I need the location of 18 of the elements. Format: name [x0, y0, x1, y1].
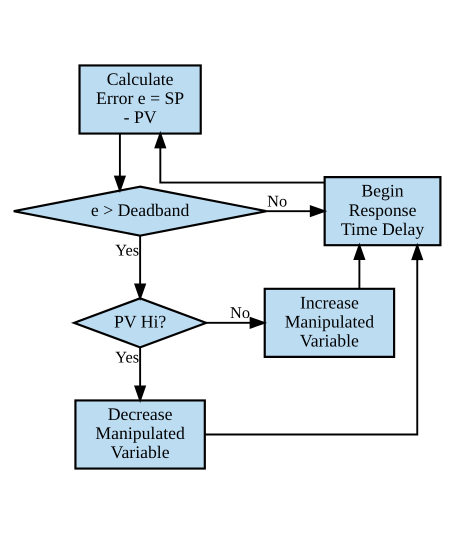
node-diamond: PV Hi? [70, 297, 210, 349]
node-box: Decrease Manipulated Variable [74, 399, 206, 470]
node-box: Begin Response Time Delay [324, 176, 442, 246]
arrow [134, 348, 146, 403]
node-diamond: e > Deadband [12, 186, 268, 237]
arrow [114, 134, 126, 194]
arrow [266, 205, 328, 218]
arrow [154, 130, 324, 184]
edge-label: Yes [115, 347, 140, 366]
node-box: Increase Manipulated Variable [264, 288, 396, 358]
arrow [206, 316, 268, 329]
node-box: Calculate Error e = SP - PV [78, 64, 202, 135]
edge-label: No [230, 303, 250, 322]
arrow [353, 242, 366, 289]
arrow [134, 236, 146, 301]
edge-label: No [267, 192, 288, 211]
edge-label: Yes [115, 240, 140, 260]
arrow [205, 242, 424, 436]
